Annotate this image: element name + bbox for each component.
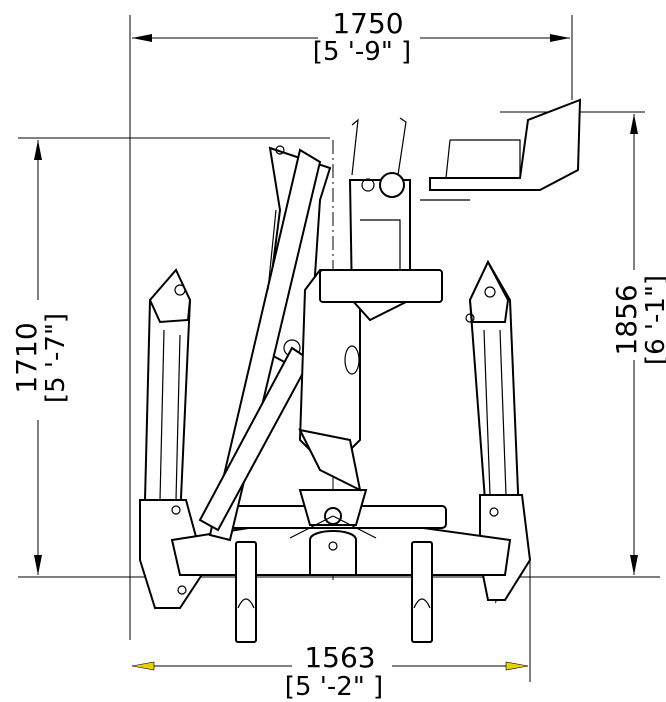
dimension-top-width: 1750 [5 '-9" ] xyxy=(129,7,573,640)
dipper-arm xyxy=(198,269,362,532)
boom xyxy=(208,145,332,542)
support-legs xyxy=(235,541,433,643)
dim-arrow-right-yellow xyxy=(505,661,529,671)
backhoe-machine xyxy=(139,98,582,643)
dim-arrow-down xyxy=(34,555,42,575)
dimension-bottom-width: 1563 [5 '-2" ] xyxy=(131,560,531,702)
dim-left-imperial: [5 '-7"] xyxy=(41,313,71,403)
left-stabilizer xyxy=(139,268,207,609)
operator-tower xyxy=(319,172,443,322)
dim-arrow-right xyxy=(550,34,570,42)
dim-arrow-left-yellow xyxy=(131,661,155,671)
swing-linkage xyxy=(289,489,377,539)
dim-bottom-value: 1563 xyxy=(304,641,375,674)
dim-arrow-down-right xyxy=(630,555,638,575)
dim-left-value: 1710 xyxy=(10,322,43,393)
dim-top-value: 1750 xyxy=(332,7,403,40)
dim-arrow-left xyxy=(132,34,152,42)
operator-seat xyxy=(420,98,582,201)
dimension-left-height: 1710 [5 '-7"] xyxy=(10,137,660,578)
dim-bottom-imperial: [5 '-2" ] xyxy=(285,672,383,702)
dim-arrow-up-right xyxy=(630,114,638,134)
dim-arrow-up xyxy=(34,140,42,160)
control-levers xyxy=(351,117,407,176)
dim-right-value: 1856 xyxy=(610,284,643,355)
dim-right-imperial: [6 '-1"] xyxy=(641,275,666,365)
dim-top-imperial: [5 '-9" ] xyxy=(313,37,411,67)
